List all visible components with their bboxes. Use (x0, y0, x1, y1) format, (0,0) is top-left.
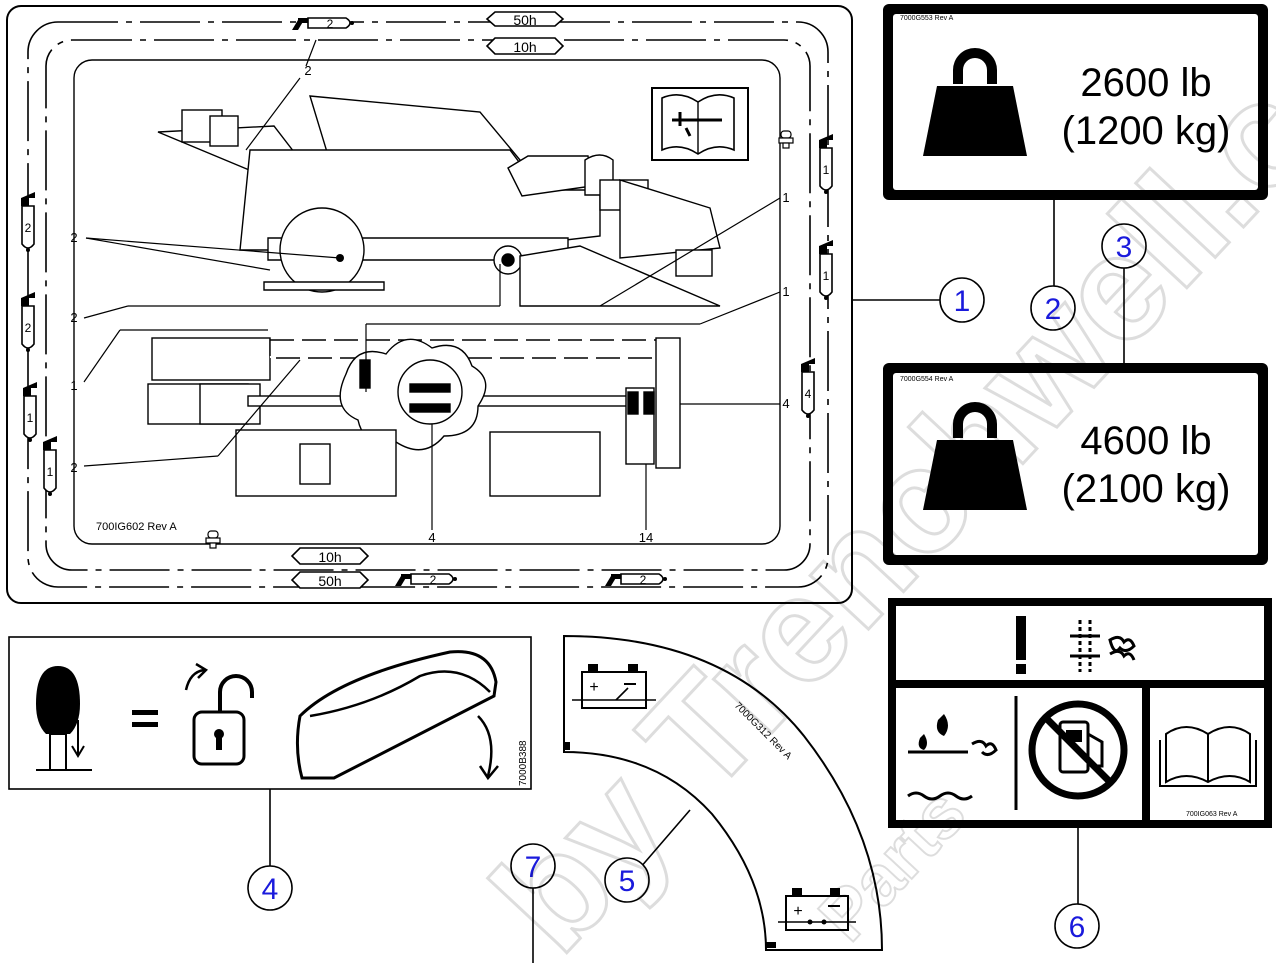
interval-badge-top-10: 10h (485, 37, 565, 55)
svg-text:2: 2 (327, 17, 334, 31)
item-leader-lines (269, 200, 1125, 963)
leader-lines (83, 39, 781, 530)
part-number: 7000B388 (518, 740, 529, 786)
grease-gun-icon: 2 (291, 17, 355, 31)
interval-label: 10h (318, 549, 341, 565)
svg-text:+: + (589, 679, 598, 696)
unlock-icon (184, 662, 254, 766)
grease-gun-icon: 2 (20, 191, 36, 253)
svg-text:2: 2 (430, 573, 437, 587)
svg-text:2: 2 (25, 321, 32, 335)
callout-number: 14 (639, 530, 653, 545)
item-label: 6 (1069, 911, 1086, 944)
machine-top-view (147, 337, 681, 497)
joystick-icon (36, 666, 92, 771)
svg-text:1: 1 (823, 269, 830, 283)
interval-badge-bottom-10: 10h (290, 547, 370, 565)
interval-label: 50h (513, 12, 536, 28)
callout-number: 4 (782, 396, 789, 411)
lube-chart-decal: 50h 10h 10h 50h 2 2 2 2 2 1 1 (6, 5, 853, 604)
machine-side-view (157, 95, 721, 307)
item-label: 3 (1116, 231, 1133, 264)
part-number: 7000G553 Rev A (900, 15, 954, 22)
callout-number: 2 (70, 230, 77, 245)
item-callout-circle (939, 277, 985, 323)
item-label: 2 (1045, 293, 1062, 326)
item-label: 5 (619, 865, 636, 898)
item-callouts (247, 223, 1147, 949)
lever-unlock-decal: 7000B388 (8, 636, 532, 790)
callout-number: 1 (70, 378, 77, 393)
item-callout-circle (247, 865, 293, 911)
callout-number: 1 (782, 284, 789, 299)
callout-number: 2 (304, 63, 311, 78)
item-callout-circle (1054, 903, 1100, 949)
callout-number: 2 (70, 310, 77, 325)
item-label: 1 (954, 285, 971, 318)
callout-number: 1 (782, 190, 789, 205)
interval-label: 10h (513, 39, 536, 55)
seat-armrest-icon (295, 650, 499, 781)
grease-gun-icon: 1 (42, 435, 58, 497)
grease-gun-icon: 2 (394, 573, 458, 587)
svg-text:1: 1 (47, 465, 54, 479)
weight-lb: 2600 lb (1080, 61, 1211, 105)
grease-gun-icon: 4 (800, 357, 816, 419)
interval-badge-bottom-50: 50h (290, 571, 370, 589)
battery-connected-icon: + (778, 888, 856, 931)
liquid-spray-icon (907, 714, 998, 801)
svg-text:1: 1 (27, 411, 34, 425)
svg-text:2: 2 (640, 573, 647, 587)
warning-decal: 700IG063 Rev A (888, 598, 1272, 828)
weight-kg: (1200 kg) (1062, 109, 1231, 153)
exclamation-icon (1016, 616, 1026, 674)
callout-number: 2 (70, 460, 77, 475)
interval-label: 50h (318, 573, 341, 589)
svg-text:4: 4 (805, 387, 812, 401)
svg-text:+: + (793, 903, 802, 920)
exhaust-icon (1070, 620, 1136, 672)
interval-badge-top-50: 50h (485, 11, 565, 28)
item-callout-circle (1030, 285, 1076, 331)
weight-kg: (2100 kg) (1062, 467, 1231, 511)
grease-gun-icon: 2 (604, 573, 668, 587)
part-number: 700IG602 Rev A (96, 521, 177, 533)
grease-gun-icon: 1 (818, 239, 834, 301)
battery-switch-icon: + (572, 664, 656, 709)
item-label: 4 (262, 873, 279, 906)
item-callout-circle (510, 843, 556, 889)
manual-book-icon (1159, 726, 1257, 787)
item-callout-circle (604, 857, 650, 903)
grease-gun-icon: 1 (818, 133, 834, 195)
svg-text:2: 2 (25, 221, 32, 235)
weight-decal-4600: 7000G554 Rev A 4600 lb (2100 kg) (883, 363, 1268, 565)
part-number: 700IG063 Rev A (1186, 811, 1238, 818)
part-number: 7000G554 Rev A (900, 376, 954, 383)
weight-decal-2600: 7000G553 Rev A 2600 lb (1200 kg) (883, 4, 1268, 200)
svg-text:1: 1 (823, 163, 830, 177)
battery-disconnect-decal: + + 7000G312 Rev A (563, 634, 884, 951)
callout-number: 4 (428, 530, 435, 545)
item-label: 7 (525, 851, 542, 884)
item-callout-circle (1101, 223, 1147, 269)
weight-lb: 4600 lb (1080, 419, 1211, 463)
operator-manual-icon (651, 87, 749, 161)
equals-icon (132, 710, 158, 727)
grease-gun-icon: 2 (20, 291, 36, 353)
grease-gun-icon: 1 (22, 381, 38, 443)
no-refuel-icon (1028, 700, 1128, 800)
